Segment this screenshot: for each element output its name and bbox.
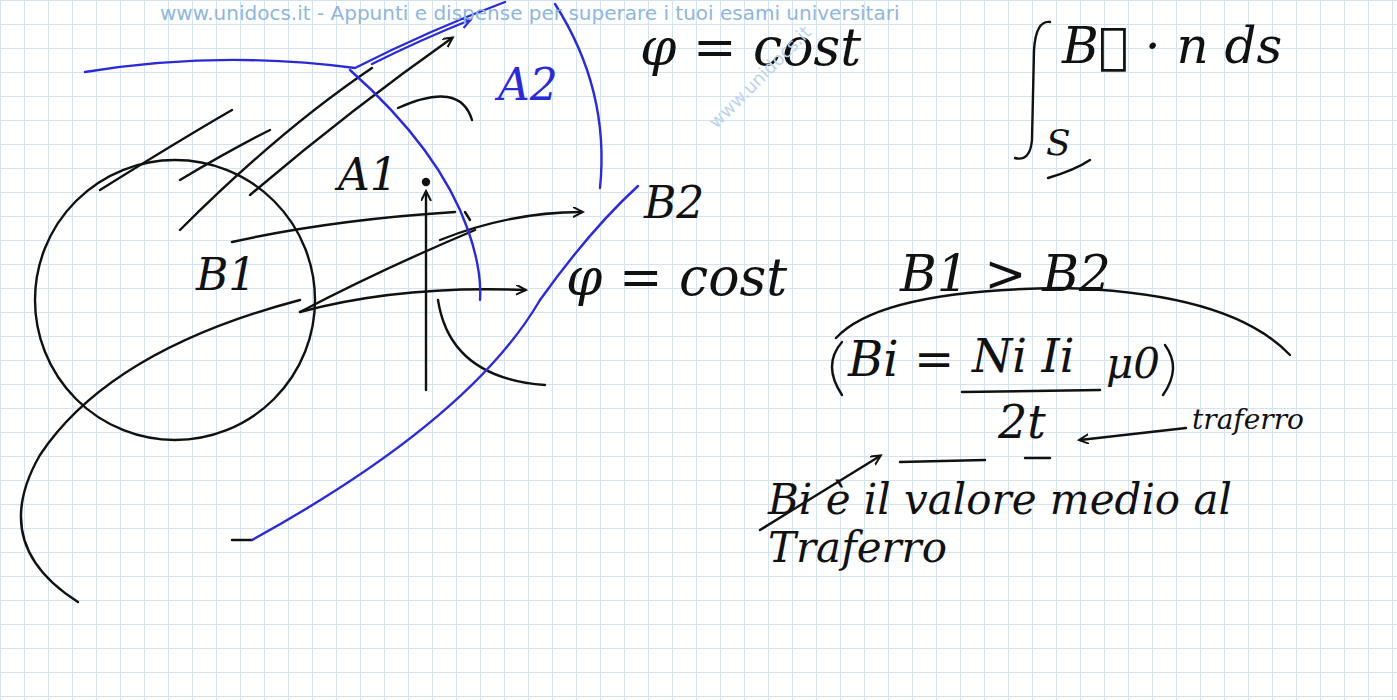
equation: φ = cost	[640, 18, 861, 78]
formula-denominator: 2t	[998, 396, 1046, 449]
underline	[900, 460, 985, 462]
field-label: B1	[196, 250, 256, 301]
note: Bi è il valore medio al Traferro	[768, 476, 1380, 573]
field-line	[232, 212, 455, 242]
surface-edge-blue	[252, 186, 638, 540]
equation: φ = cost	[566, 248, 787, 308]
formula-part: μ0	[1106, 340, 1160, 388]
leader-arrow	[1080, 428, 1186, 440]
surface-label: A1	[338, 150, 398, 201]
integral-sign	[1015, 22, 1050, 159]
field-line	[300, 289, 525, 312]
subscript: S	[1046, 122, 1071, 163]
point-marker	[423, 179, 429, 185]
surface-edge-blue	[555, 4, 602, 188]
fraction-bar	[962, 390, 1100, 392]
formula-part: Bi =	[848, 332, 954, 387]
integrand: B⃗ · n ds	[1062, 18, 1282, 76]
annotation: traferro	[1192, 404, 1304, 436]
bracket	[1163, 345, 1173, 395]
inequality: B1 > B2	[900, 246, 1111, 304]
normal-arrow	[425, 192, 427, 390]
field-line	[300, 230, 475, 312]
underline	[1025, 457, 1050, 459]
field-line	[100, 110, 232, 190]
formula-numerator: Ni Ii	[972, 330, 1074, 383]
surface-circle	[35, 160, 315, 440]
surface-arc	[438, 300, 545, 385]
outer-arc	[21, 300, 300, 602]
field-line	[180, 130, 270, 180]
dash-mark	[232, 539, 252, 541]
field-label: B2	[644, 178, 704, 229]
surface-label: A2	[498, 60, 558, 111]
bracket	[832, 342, 842, 395]
surface-arc	[398, 96, 472, 120]
field-line-blue	[372, 20, 470, 64]
field-line	[180, 68, 372, 230]
dash-mark	[465, 212, 470, 220]
